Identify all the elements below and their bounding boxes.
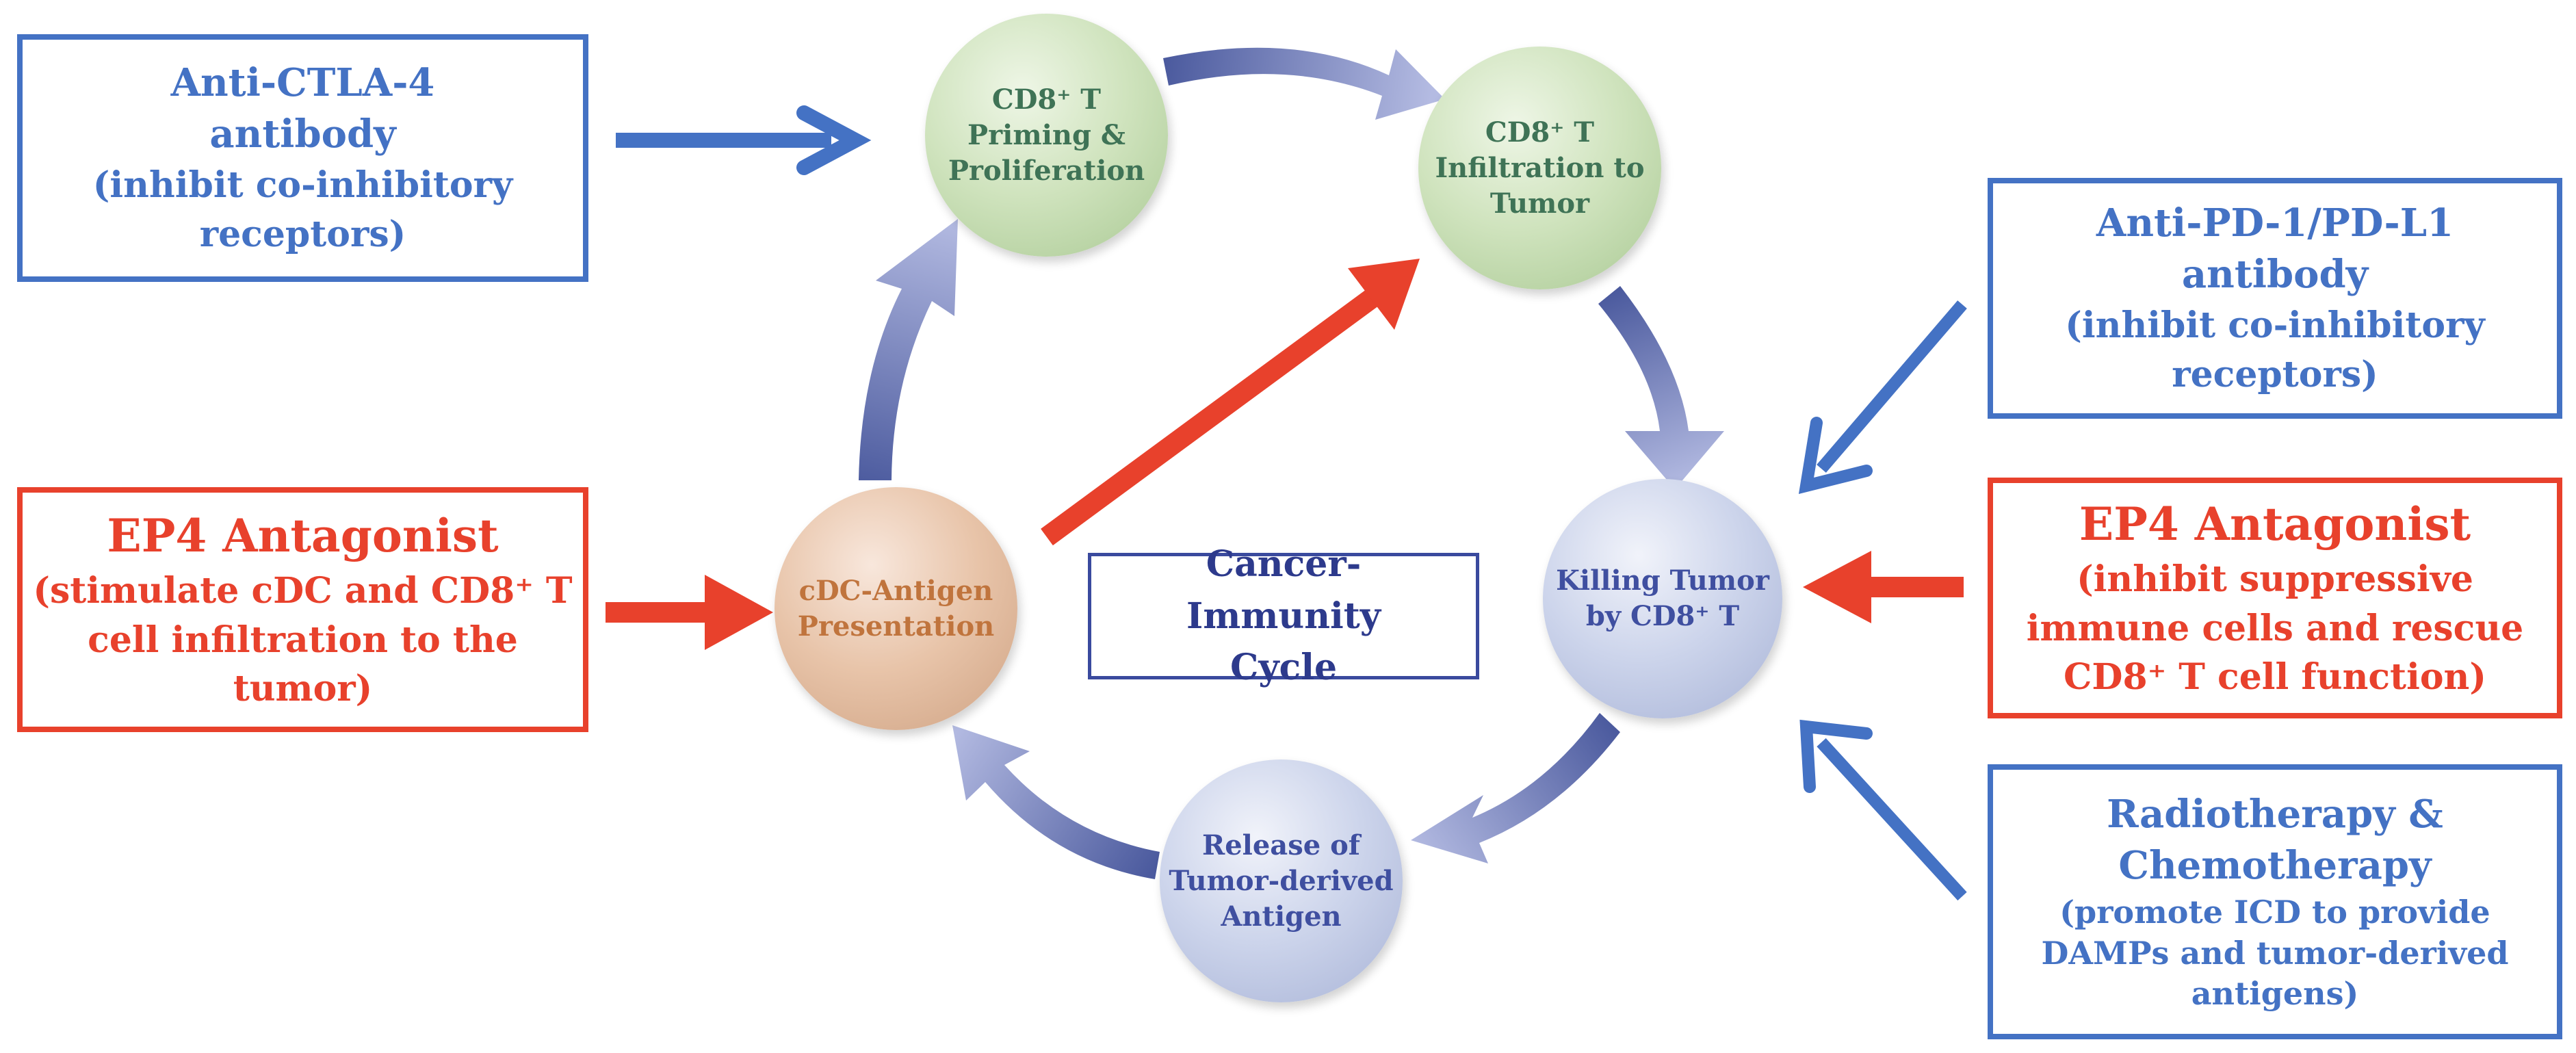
anti-ctla4-subtitle: (inhibit co-inhibitory receptors)	[92, 164, 513, 255]
radio-chemo-title: Radiotherapy & Chemotherapy	[2107, 791, 2443, 889]
node-priming-label: CD8⁺ T Priming & Proliferation	[948, 83, 1145, 187]
radio-chemo-subtitle: (promote ICD to provide DAMPs and tumor-…	[2041, 893, 2509, 1013]
ep4-right-title: EP4 Antagonist	[2079, 497, 2471, 551]
center-label-text: Cancer-Immunity Cycle	[1186, 543, 1381, 689]
ep4-right-subtitle: (inhibit suppressive immune cells and re…	[2026, 558, 2524, 699]
arrow-ep4-right	[1803, 551, 1964, 623]
anti-pd1-box: Anti-PD-1/PD-L1 antibody (inhibit co-inh…	[1988, 178, 2562, 419]
cycle-arrow-killing-to-release	[1411, 713, 1620, 863]
node-release-label: Release of Tumor-derived Antigen	[1169, 829, 1394, 933]
ep4-left-subtitle: (stimulate cDC and CD8⁺ T cell infiltrat…	[33, 569, 573, 710]
ep4-left-title: EP4 Antagonist	[107, 508, 499, 562]
arrow-anti-pd1	[1798, 300, 1967, 495]
arrow-radio-chemo	[1799, 719, 1967, 901]
arrow-anti-ctla4	[616, 105, 872, 175]
anti-ctla4-box: Anti-CTLA-4 antibody (inhibit co-inhibit…	[17, 34, 588, 282]
node-killing-tumor: Killing Tumor by CD8⁺ T	[1543, 479, 1782, 718]
node-release-antigen: Release of Tumor-derived Antigen	[1160, 759, 1403, 1002]
cycle-arrow-presentation-to-priming	[859, 219, 958, 480]
cycle-arrow-release-to-presentation	[952, 725, 1160, 879]
radio-chemo-box: Radiotherapy & Chemotherapy (promote ICD…	[1988, 764, 2562, 1039]
cancer-immunity-cycle-label: Cancer-Immunity Cycle	[1088, 543, 1479, 688]
arrow-ep4-left	[606, 575, 773, 650]
arrow-ep4-diagonal	[1041, 259, 1420, 546]
node-cdc-antigen-presentation: cDC-Antigen Presentation	[775, 487, 1017, 730]
cycle-arrow-priming-to-infiltration	[1163, 47, 1445, 120]
anti-pd1-subtitle: (inhibit co-inhibitory receptors)	[2065, 304, 2485, 395]
node-presentation-label: cDC-Antigen Presentation	[797, 574, 995, 642]
ep4-antagonist-left-box: EP4 Antagonist (stimulate cDC and CD8⁺ T…	[17, 487, 588, 732]
anti-ctla4-title: Anti-CTLA-4 antibody	[170, 60, 435, 157]
cycle-arrow-infiltration-to-killing	[1598, 286, 1724, 489]
node-killing-label: Killing Tumor by CD8⁺ T	[1556, 564, 1769, 632]
node-priming-proliferation: CD8⁺ T Priming & Proliferation	[925, 14, 1168, 257]
anti-pd1-title: Anti-PD-1/PD-L1 antibody	[2096, 200, 2454, 298]
node-infiltration-label: CD8⁺ T Infiltration to Tumor	[1435, 116, 1645, 220]
ep4-antagonist-right-box: EP4 Antagonist (inhibit suppressive immu…	[1988, 478, 2562, 718]
node-infiltration-to-tumor: CD8⁺ T Infiltration to Tumor	[1418, 47, 1661, 289]
